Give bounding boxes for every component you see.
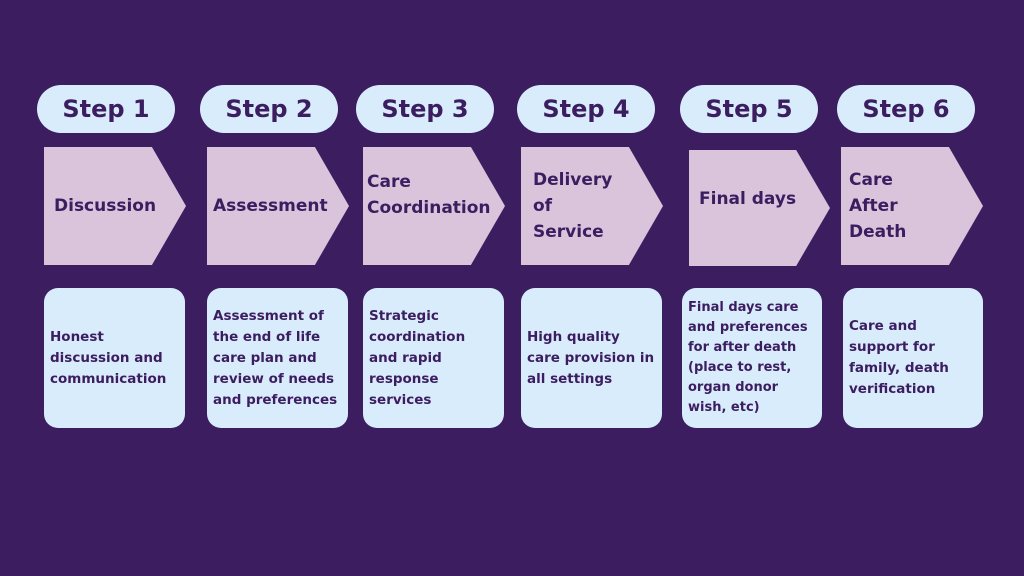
step-3-title: Care Coordination xyxy=(363,147,505,265)
step-4-description: High quality care provision in all setti… xyxy=(521,288,662,428)
step-4-label: Step 4 xyxy=(517,85,655,133)
step-5-label: Step 5 xyxy=(680,85,818,133)
step-2-title: Assessment xyxy=(207,147,349,265)
step-6-description: Care and support for family, death verif… xyxy=(843,288,983,428)
step-6-title: Care After Death xyxy=(841,147,983,265)
step-2-description: Assessment of the end of life care plan … xyxy=(207,288,348,428)
step-2-label: Step 2 xyxy=(200,85,338,133)
step-3-description: Strategic coordination and rapid respons… xyxy=(363,288,504,428)
step-1-title: Discussion xyxy=(44,147,186,265)
step-5-description: Final days care and preferences for afte… xyxy=(682,288,822,428)
step-1-label: Step 1 xyxy=(37,85,175,133)
step-4-title: Delivery of Service xyxy=(521,147,663,265)
step-3-label: Step 3 xyxy=(356,85,494,133)
step-6-label: Step 6 xyxy=(837,85,975,133)
step-5-title: Final days xyxy=(689,150,830,266)
step-1-description: Honest discussion and communication xyxy=(44,288,185,428)
